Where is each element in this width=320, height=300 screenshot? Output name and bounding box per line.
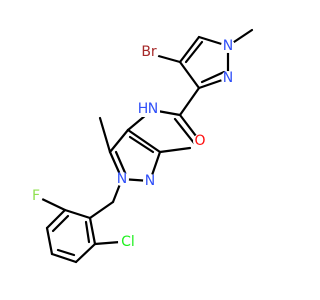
atom-br: Br bbox=[141, 44, 157, 60]
bond-ring-double-3 bbox=[84, 220, 91, 244]
bond-c3-c4-bottom bbox=[126, 128, 162, 154]
bond-c3-c4-bottom-double bbox=[128, 135, 155, 154]
bond-ring-double-1 bbox=[51, 214, 70, 233]
atom-bg-n-pz2 bbox=[143, 174, 157, 188]
atom-n-pz2-benzyl: N bbox=[117, 171, 127, 187]
bond-c2-c3-ring bbox=[45, 208, 67, 230]
molecule-structure: Br N N O H N N N F Cl bbox=[29, 28, 254, 264]
bond-ring-double-2 bbox=[56, 248, 76, 257]
atom-bg-nh-amide bbox=[140, 101, 160, 117]
atom-labels: Br N N O H N N N F Cl bbox=[29, 38, 235, 252]
bond-c5-c4-top-double bbox=[184, 40, 204, 64]
bond-c3-c4-top bbox=[178, 60, 201, 90]
bond-c2-f bbox=[38, 196, 67, 212]
bond-c5-c6-ring bbox=[74, 242, 97, 264]
atom-n-pz2: N bbox=[145, 173, 155, 189]
bond-c5-n1-bottom-double bbox=[114, 150, 128, 177]
atom-bg-n-pz1 bbox=[221, 71, 235, 85]
atom-bg-o-carbonyl bbox=[193, 134, 207, 148]
bond-c4-c5-ring bbox=[50, 252, 78, 264]
atom-h-amide: H bbox=[138, 101, 149, 117]
atom-bg-f bbox=[29, 189, 43, 203]
atom-cl: Cl bbox=[121, 234, 135, 250]
bond-c4-c5-bottom bbox=[108, 128, 130, 154]
bond-c3-c4-ring bbox=[45, 226, 54, 256]
atom-nh-amide: N bbox=[148, 101, 158, 117]
bond-c6-c1-ring bbox=[88, 216, 97, 246]
atom-n-pz1: N bbox=[223, 70, 233, 86]
atom-bg-cl bbox=[118, 232, 138, 252]
bond-c1-c2-ring bbox=[63, 208, 92, 220]
bond-n2-c3-top-double bbox=[200, 70, 226, 84]
bonds bbox=[38, 28, 254, 264]
bond-carbonyl-o-double bbox=[173, 117, 196, 145]
atom-o-carbonyl: O bbox=[194, 133, 205, 149]
bond-c3-carbonyl bbox=[178, 86, 201, 117]
bond-c4-c5-top bbox=[178, 35, 201, 64]
atom-bg-n-pz2-benzyl bbox=[115, 172, 129, 186]
bond-c4-br bbox=[153, 53, 182, 64]
bond-c6-cl bbox=[93, 240, 122, 246]
bond-c3-methyl-bottom bbox=[158, 146, 192, 154]
atom-n-pz1-methyl: N bbox=[223, 38, 233, 54]
atom-bg-n-pz1-methyl bbox=[221, 39, 235, 53]
bond-c5-methyl-bottom bbox=[98, 116, 112, 154]
atom-bg-br bbox=[139, 42, 159, 62]
atom-f: F bbox=[32, 188, 40, 204]
bond-ch2-c1-ring bbox=[88, 200, 115, 220]
